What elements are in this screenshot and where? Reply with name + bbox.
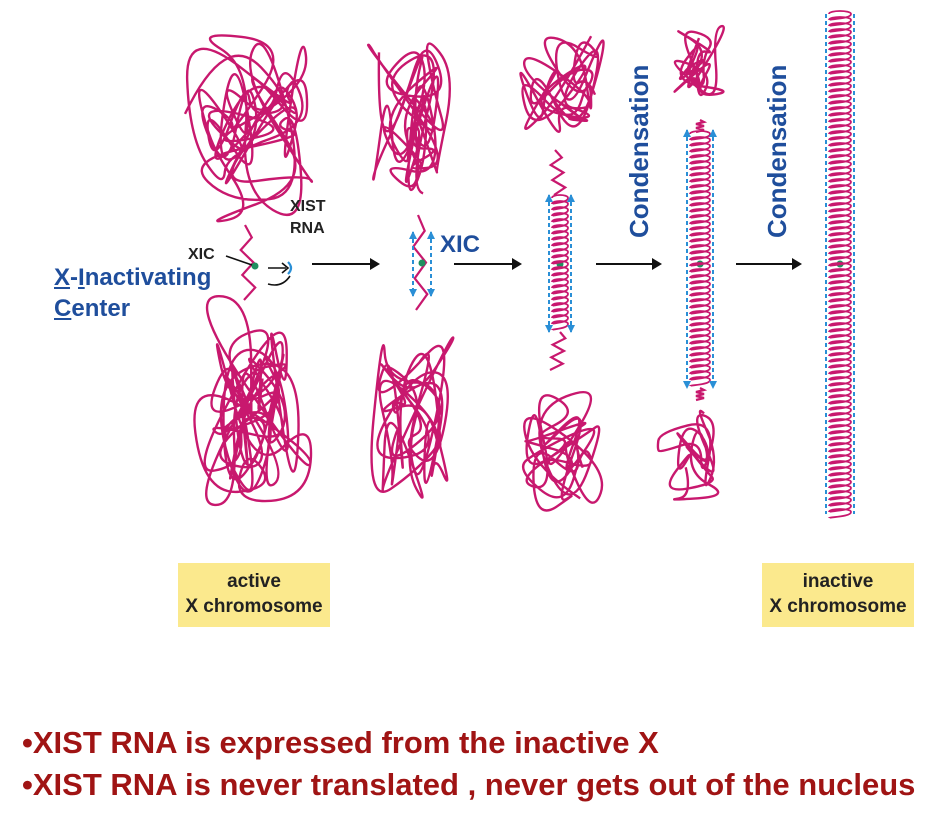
inactive-x-label: inactive X chromosome xyxy=(762,563,914,627)
condensed-coils xyxy=(551,10,852,519)
xist-arrow-up xyxy=(409,231,417,239)
xist-arrow-down xyxy=(545,325,553,333)
x-inactivating-center-label: X-Inactivating Center xyxy=(54,264,212,323)
chromatin-fiber xyxy=(548,149,568,196)
process-arrow-head xyxy=(370,258,380,270)
xic-dot xyxy=(418,259,426,267)
xist-rna-fragment xyxy=(287,261,293,275)
chromatin-tangle xyxy=(370,336,455,499)
chromatin-tangle xyxy=(366,42,451,195)
process-arrows xyxy=(225,255,802,286)
process-arrow-head xyxy=(792,258,802,270)
xist-arrow-up xyxy=(427,231,435,239)
chromatin-fiber xyxy=(548,331,568,371)
active-x-label: active X chromosome xyxy=(178,563,330,627)
chromatin-tangle xyxy=(519,35,605,133)
xist-spread-arrow xyxy=(267,275,291,286)
chromatin-tangle xyxy=(522,391,604,512)
chromatin-coil xyxy=(828,10,852,519)
xic-label: XIC xyxy=(440,231,481,258)
xist-arrow-up xyxy=(709,129,717,137)
xist-arrow-down xyxy=(683,381,691,389)
bullet-item-2: •XIST RNA is never translated , never ge… xyxy=(22,767,916,803)
xic-dot xyxy=(251,262,259,270)
xist-rna-coating xyxy=(287,14,855,514)
condensation-label-1: Condensation xyxy=(624,64,654,238)
chromatin-fiber xyxy=(695,119,708,134)
chromatin-tangle xyxy=(673,25,725,97)
xic-pointer xyxy=(225,255,253,266)
chromatin-fiber xyxy=(411,214,429,311)
xist-arrow-up xyxy=(545,194,553,202)
xist-arrow-up xyxy=(683,129,691,137)
chromatin-coil xyxy=(551,194,569,331)
xist-pointer-head xyxy=(281,262,290,274)
chromatin-tangle xyxy=(193,294,313,507)
xic-small-label: XIC xyxy=(188,246,215,263)
xist-arrow-down xyxy=(427,289,435,297)
condensation-label-2: Condensation xyxy=(762,64,792,238)
chromatin-coil xyxy=(689,130,711,387)
bullet-item-1: •XIST RNA is expressed from the inactive… xyxy=(22,725,659,760)
process-arrow-head xyxy=(652,258,662,270)
chromatin-tangle xyxy=(656,409,720,501)
bullet-list: •XIST RNA is expressed from the inactive… xyxy=(22,722,915,806)
chromatin-tangle xyxy=(183,34,314,223)
xist-rna-label: XIST RNA xyxy=(290,198,326,237)
chromatin-fiber xyxy=(239,224,257,301)
chromatin-fiber xyxy=(695,387,708,402)
process-arrow-head xyxy=(512,258,522,270)
xist-arrow-up xyxy=(567,194,575,202)
xist-arrow-down xyxy=(567,325,575,333)
xist-arrow-down xyxy=(409,289,417,297)
xist-arrow-down xyxy=(709,381,717,389)
chromatin-fibers xyxy=(183,25,844,512)
